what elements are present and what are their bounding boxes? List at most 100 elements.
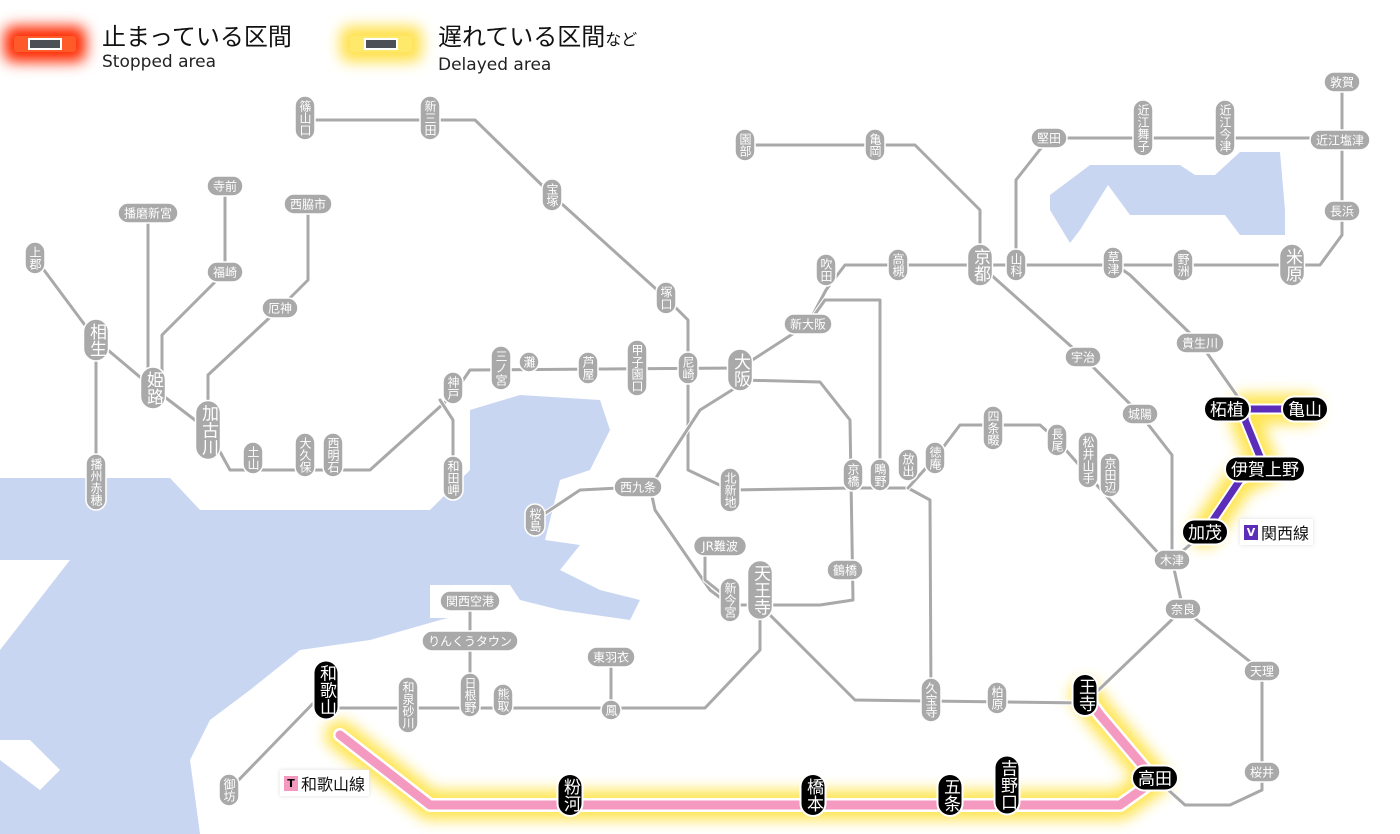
station-normal[interactable]: 久宝寺 (920, 677, 942, 723)
station-normal[interactable]: 三ノ宮 (490, 345, 512, 391)
track-segment[interactable] (906, 486, 933, 702)
station-normal[interactable]: 新今宮 (719, 577, 741, 623)
station-normal[interactable]: 吹田 (815, 253, 837, 287)
wakayama-line-label[interactable]: T 和歌山線 (280, 770, 370, 796)
station-normal[interactable]: 新三田 (419, 95, 441, 141)
station-normal[interactable]: 大久保 (294, 432, 316, 478)
station-normal[interactable]: 熊取 (492, 683, 514, 717)
station-delayed[interactable]: 柘植 (1203, 395, 1251, 423)
station-normal[interactable]: 近江今津 (1214, 99, 1236, 157)
station-normal[interactable]: 敦賀 (1323, 71, 1361, 93)
station-normal[interactable]: 尼崎 (677, 351, 699, 385)
station-normal[interactable]: 寺前 (206, 175, 244, 197)
station-normal[interactable]: 加古川 (194, 399, 222, 461)
station-normal[interactable]: りんくうタウン (421, 630, 519, 652)
station-normal[interactable]: 宝塚 (541, 178, 563, 212)
station-delayed[interactable]: 高田 (1131, 764, 1179, 792)
station-normal[interactable]: 奈良 (1164, 598, 1202, 620)
station-normal[interactable]: 芦屋 (577, 351, 599, 385)
station-normal[interactable]: 近江塩津 (1309, 129, 1371, 151)
station-normal[interactable]: 厄神 (261, 297, 299, 319)
station-normal[interactable]: 灘 (518, 351, 540, 373)
station-normal[interactable]: 姫路 (139, 366, 167, 410)
station-normal[interactable]: 近江舞子 (1132, 99, 1154, 157)
station-normal[interactable]: 播州赤穂 (85, 453, 107, 511)
station-normal[interactable]: 園部 (734, 128, 756, 162)
station-normal[interactable]: 土山 (242, 441, 264, 475)
station-normal[interactable]: 草津 (1102, 246, 1124, 280)
station-delayed[interactable]: 加茂 (1181, 518, 1229, 546)
track-segment[interactable] (806, 298, 882, 490)
track-segment[interactable] (338, 603, 762, 710)
station-normal[interactable]: 山科 (1005, 248, 1027, 282)
station-normal[interactable]: 宇治 (1064, 346, 1102, 368)
station-normal[interactable]: 堅田 (1030, 127, 1068, 149)
station-delayed[interactable]: 橋本 (799, 773, 827, 817)
station-normal[interactable]: 貴生川 (1175, 332, 1225, 354)
station-normal[interactable]: 鴫野 (869, 458, 891, 492)
station-normal[interactable]: 京田辺 (1099, 452, 1121, 498)
track-segment[interactable] (160, 184, 227, 390)
station-delayed[interactable]: 伊賀上野 (1224, 455, 1306, 483)
station-normal[interactable]: 高槻 (887, 248, 909, 282)
station-normal[interactable]: 神戸 (442, 371, 464, 405)
station-normal[interactable]: 播磨新宮 (117, 202, 179, 224)
station-normal[interactable]: 鳳 (600, 699, 622, 721)
station-normal[interactable]: 長尾 (1046, 423, 1068, 457)
station-normal[interactable]: 日根野 (459, 672, 481, 718)
station-normal[interactable]: 桜島 (524, 503, 546, 537)
station-normal[interactable]: 西九条 (613, 476, 663, 498)
station-delayed[interactable]: 吉野口 (993, 754, 1021, 816)
station-normal[interactable]: 福崎 (206, 261, 244, 283)
station-normal[interactable]: 和田岬 (442, 455, 464, 501)
station-normal[interactable]: 四条畷 (982, 405, 1004, 451)
station-normal[interactable]: 柏原 (986, 681, 1008, 715)
track-segment[interactable] (1014, 136, 1342, 267)
station-normal[interactable]: 新大阪 (783, 313, 833, 335)
station-normal[interactable]: 西明石 (322, 432, 344, 478)
track-segment[interactable] (227, 688, 328, 792)
track-segment[interactable] (33, 80, 1344, 472)
station-normal[interactable]: 松井山手 (1077, 431, 1099, 489)
station-normal[interactable]: 関西空港 (439, 590, 501, 612)
track-segment[interactable] (303, 118, 910, 492)
station-delayed[interactable]: 和歌山 (312, 659, 340, 721)
track-segment[interactable] (1111, 261, 1242, 402)
station-normal[interactable]: 米原 (1278, 243, 1306, 287)
station-normal[interactable]: 東羽衣 (586, 646, 636, 668)
station-delayed[interactable]: 王寺 (1071, 673, 1099, 717)
station-normal[interactable]: JR難波 (692, 535, 748, 557)
wakayama-line-track[interactable] (335, 690, 1160, 810)
track-segment[interactable] (648, 378, 855, 607)
station-normal[interactable]: 城陽 (1121, 403, 1159, 425)
station-normal[interactable]: 甲子園口 (626, 339, 648, 397)
station-normal[interactable]: 放出 (897, 448, 919, 482)
station-delayed[interactable]: 五条 (936, 773, 964, 817)
station-normal[interactable]: 御坊 (218, 773, 240, 807)
station-normal[interactable]: 相生 (82, 318, 110, 362)
station-normal[interactable]: 徳庵 (924, 441, 946, 475)
station-normal[interactable]: 和泉砂川 (397, 676, 419, 734)
station-normal[interactable]: 西脇市 (283, 193, 333, 215)
station-normal[interactable]: 亀岡 (864, 128, 886, 162)
kansai-line-label[interactable]: V 関西線 (1240, 519, 1314, 545)
station-normal[interactable]: 上郡 (24, 241, 46, 275)
station-normal[interactable]: 鶴橋 (826, 559, 864, 581)
station-normal[interactable]: 大阪 (726, 348, 754, 392)
kansai-line-track[interactable] (1201, 405, 1309, 536)
station-normal[interactable]: 桜井 (1243, 761, 1281, 783)
station-normal[interactable]: 北新地 (719, 467, 741, 513)
station-normal[interactable]: 塚口 (655, 281, 677, 315)
track-segment[interactable] (743, 143, 982, 267)
station-normal[interactable]: 長浜 (1323, 200, 1361, 222)
station-delayed[interactable]: 亀山 (1281, 395, 1329, 423)
station-delayed[interactable]: 粉河 (556, 773, 584, 817)
track-segment[interactable] (906, 423, 1162, 557)
station-normal[interactable]: 京都 (966, 243, 994, 287)
station-normal[interactable]: 木津 (1153, 549, 1191, 571)
station-normal[interactable]: 野洲 (1172, 248, 1194, 282)
station-normal[interactable]: 天王寺 (746, 559, 774, 621)
station-normal[interactable]: 篠山口 (294, 95, 316, 141)
station-normal[interactable]: 京橋 (842, 458, 864, 492)
station-normal[interactable]: 天理 (1243, 660, 1281, 682)
